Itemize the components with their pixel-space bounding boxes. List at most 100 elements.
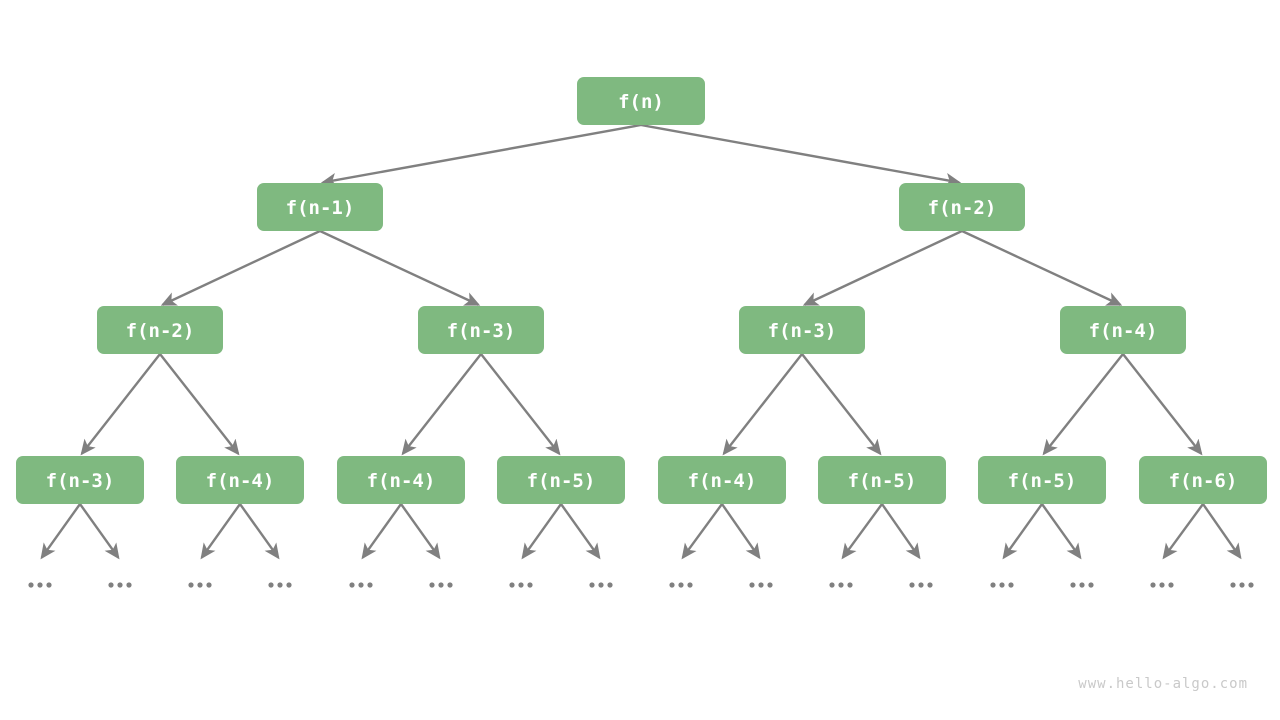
ellipsis-dot	[758, 582, 764, 588]
tree-edge	[1122, 353, 1203, 456]
node-label: f(n-4)	[688, 470, 757, 492]
ellipsis-dot	[429, 582, 435, 588]
node-box[interactable]	[176, 456, 304, 504]
leaf-stub-arrow	[1162, 503, 1204, 560]
tree-node-fn-3[interactable]: f(n-3)	[16, 456, 144, 504]
ellipsis-dot	[126, 582, 132, 588]
watermark-label: www.hello-algo.com	[1078, 676, 1248, 692]
ellipsis-dot	[1150, 582, 1156, 588]
tree-node-fn-4[interactable]: f(n-4)	[176, 456, 304, 504]
ellipsis-dot	[1079, 582, 1085, 588]
node-label: f(n-4)	[206, 470, 275, 492]
node-box[interactable]	[978, 456, 1106, 504]
ellipsis-dot	[678, 582, 684, 588]
node-label: f(n-2)	[126, 320, 195, 342]
ellipsis-dot	[607, 582, 613, 588]
ellipsis-marker	[749, 582, 773, 588]
edges-layer	[80, 123, 1203, 456]
node-label: f(n-5)	[527, 470, 596, 492]
ellipsis-dot	[1070, 582, 1076, 588]
ellipsis-dot	[46, 582, 52, 588]
leaf-stub-arrow	[721, 503, 761, 560]
ellipsis-dot	[117, 582, 123, 588]
node-box[interactable]	[418, 306, 544, 354]
tree-node-fn-2[interactable]: f(n-2)	[97, 306, 223, 354]
node-label: f(n-4)	[1089, 320, 1158, 342]
ellipsis-marker	[188, 582, 212, 588]
ellipsis-dot	[28, 582, 34, 588]
ellipsis-dot	[37, 582, 43, 588]
node-box[interactable]	[97, 306, 223, 354]
ellipsis-dot	[509, 582, 515, 588]
node-box[interactable]	[658, 456, 786, 504]
ellipsis-marker	[1230, 582, 1254, 588]
node-box[interactable]	[337, 456, 465, 504]
ellipsis-dot	[268, 582, 274, 588]
node-box[interactable]	[899, 183, 1025, 231]
nodes-layer: f(n) f(n-1) f(n-2) f(n-2) f(n-3) f(n-3) f(n-4)…	[16, 77, 1267, 504]
ellipsis-dot	[990, 582, 996, 588]
ellipsis-dot	[918, 582, 924, 588]
ellipsis-dot	[367, 582, 373, 588]
tree-node-fn-2[interactable]: f(n-2)	[899, 183, 1025, 231]
tree-edge	[961, 229, 1123, 306]
ellipsis-dot	[1159, 582, 1165, 588]
ellipsis-dot	[829, 582, 835, 588]
node-box[interactable]	[16, 456, 144, 504]
leaf-stub-arrow	[1041, 503, 1082, 560]
node-box[interactable]	[497, 456, 625, 504]
node-box[interactable]	[739, 306, 865, 354]
ellipsis-dot	[527, 582, 533, 588]
leaf-stub-arrow	[200, 503, 241, 560]
tree-node-fn[interactable]: f(n)	[577, 77, 705, 125]
node-label: f(n-6)	[1169, 470, 1238, 492]
ellipsis-dot	[1230, 582, 1236, 588]
node-box[interactable]	[1139, 456, 1267, 504]
node-box[interactable]	[577, 77, 705, 125]
ellipsis-dot	[999, 582, 1005, 588]
ellipsis-dot	[197, 582, 203, 588]
node-label: f(n-3)	[768, 320, 837, 342]
tree-node-fn-4[interactable]: f(n-4)	[1060, 306, 1186, 354]
tree-node-fn-6[interactable]: f(n-6)	[1139, 456, 1267, 504]
ellipsis-marker	[349, 582, 373, 588]
node-label: f(n-5)	[848, 470, 917, 492]
ellipsis-dot	[206, 582, 212, 588]
ellipsis-marker	[669, 582, 693, 588]
ellipsis-dot	[598, 582, 604, 588]
tree-node-fn-1[interactable]: f(n-1)	[257, 183, 383, 231]
leaf-stub-arrow	[681, 503, 723, 560]
ellipsis-marker	[28, 582, 52, 588]
ellipsis-dot	[349, 582, 355, 588]
tree-node-fn-4[interactable]: f(n-4)	[658, 456, 786, 504]
ellipsis-dot	[286, 582, 292, 588]
tree-node-fn-5[interactable]: f(n-5)	[978, 456, 1106, 504]
ellipsis-dot	[767, 582, 773, 588]
ellipsis-dot	[847, 582, 853, 588]
tree-node-fn-5[interactable]: f(n-5)	[497, 456, 625, 504]
ellipsis-dot	[838, 582, 844, 588]
tree-node-fn-5[interactable]: f(n-5)	[818, 456, 946, 504]
ellipsis-marker	[108, 582, 132, 588]
ellipsis-dot	[447, 582, 453, 588]
tree-edge	[802, 229, 963, 306]
leaf-stub-arrow	[40, 503, 81, 560]
ellipsis-dot	[909, 582, 915, 588]
node-box[interactable]	[257, 183, 383, 231]
ellipsis-dot	[188, 582, 194, 588]
node-box[interactable]	[818, 456, 946, 504]
tree-edge	[160, 229, 321, 306]
ellipsis-layer	[28, 582, 1254, 588]
node-box[interactable]	[1060, 306, 1186, 354]
leaf-stub-arrows-layer	[40, 503, 1242, 560]
tree-node-fn-4[interactable]: f(n-4)	[337, 456, 465, 504]
ellipsis-marker	[909, 582, 933, 588]
ellipsis-dot	[358, 582, 364, 588]
leaf-stub-arrow	[521, 503, 562, 560]
tree-edge	[80, 353, 161, 456]
ellipsis-dot	[277, 582, 283, 588]
ellipsis-marker	[990, 582, 1014, 588]
node-label: f(n-3)	[46, 470, 115, 492]
tree-node-fn-3[interactable]: f(n-3)	[739, 306, 865, 354]
tree-node-fn-3[interactable]: f(n-3)	[418, 306, 544, 354]
